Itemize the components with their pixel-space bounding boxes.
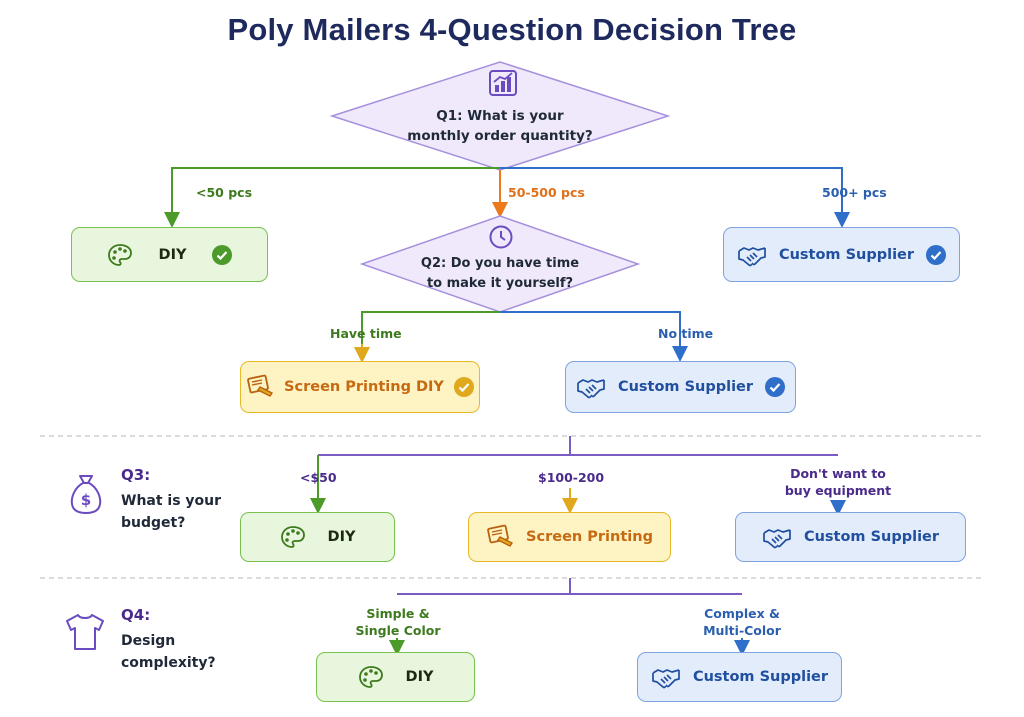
clock-icon (489, 225, 513, 249)
result-label: Custom Supplier (803, 529, 940, 545)
screen-printing-icon (487, 524, 514, 547)
result-label: Custom Supplier (778, 246, 915, 263)
result-label: Custom Supplier (692, 669, 829, 685)
q3-line1: What is your (121, 493, 222, 509)
result-screen-printing-diy[interactable]: Screen Printing DIY (240, 361, 480, 413)
q4-branch-simple-label: Simple & Single Color (350, 605, 446, 639)
result-diy-q1[interactable]: DIY (71, 227, 268, 282)
result-custom-supplier-q3[interactable]: Custom Supplier (735, 512, 966, 562)
result-label: Screen Printing (526, 529, 653, 545)
palette-icon (280, 526, 305, 548)
q1-branch-mid-label: 50-500 pcs (508, 185, 585, 200)
handshake-icon (652, 669, 680, 689)
q1-branch-low-label: <50 pcs (196, 185, 253, 200)
result-label: DIY (158, 246, 187, 263)
q4-branch-complex-line1: Complex & (704, 606, 780, 621)
bar-chart-icon (489, 70, 517, 96)
q2-branch-yes-label: Have time (330, 326, 402, 341)
q4-branch-simple-line2: Single Color (355, 623, 441, 638)
q3-branch-low-label: <$50 (300, 470, 337, 485)
result-screen-printing-q3[interactable]: Screen Printing (468, 512, 671, 562)
t-shirt-icon (66, 614, 104, 650)
q3-branch-high-label: Don't want to buy equipment (782, 465, 894, 499)
palette-icon (358, 666, 383, 688)
palette-icon (107, 243, 132, 266)
q2-line2: to make it yourself? (426, 276, 574, 291)
q4-question: Design complexity? (121, 630, 216, 674)
q4-branch-complex-label: Complex & Multi-Color (692, 605, 792, 639)
result-label: Screen Printing DIY (284, 379, 444, 395)
q1-question: Q1: What is your monthly order quantity? (380, 106, 620, 146)
q3-branch-high-line2: buy equipment (784, 483, 892, 498)
q3-branch-mid-label: $100-200 (538, 470, 605, 485)
q1-line1: Q1: What is your (436, 108, 564, 124)
q2-branch-no-label: No time (658, 326, 714, 341)
q2-question: Q2: Do you have time to make it yourself… (400, 254, 600, 294)
q4-branch-complex-line2: Multi-Color (703, 623, 781, 638)
q1-line2: monthly order quantity? (407, 128, 593, 144)
page-title: Poly Mailers 4-Question Decision Tree (227, 12, 797, 47)
check-circle-icon (212, 244, 233, 265)
q4-label: Q4: (121, 606, 151, 624)
result-custom-supplier-q1[interactable]: Custom Supplier (723, 227, 960, 282)
result-custom-supplier-q2[interactable]: Custom Supplier (565, 361, 796, 413)
q3-line2: budget? (121, 515, 186, 531)
result-label: DIY (327, 529, 356, 545)
result-label: DIY (405, 669, 434, 685)
check-circle-icon (765, 377, 786, 397)
q4-branch-simple-line1: Simple & (366, 606, 430, 621)
q4-line1: Design (121, 633, 176, 649)
handshake-icon (577, 379, 605, 399)
q3-branch-high-line1: Don't want to (790, 466, 886, 481)
result-label: Custom Supplier (617, 379, 754, 395)
q4-line2: complexity? (121, 655, 216, 671)
svg-text:$: $ (81, 491, 91, 509)
result-diy-q4[interactable]: DIY (316, 652, 475, 702)
result-custom-supplier-q4[interactable]: Custom Supplier (637, 652, 842, 702)
money-bag-icon: $ (70, 475, 102, 515)
q1-branch-high-label: 500+ pcs (822, 185, 887, 200)
check-circle-icon (453, 377, 474, 397)
q2-line1: Q2: Do you have time (420, 256, 580, 271)
result-diy-q3[interactable]: DIY (240, 512, 395, 562)
handshake-icon (763, 529, 791, 549)
q3-label: Q3: (121, 466, 151, 484)
screen-printing-icon (247, 374, 274, 397)
q3-question: What is your budget? (121, 490, 221, 534)
handshake-icon (738, 246, 766, 266)
check-circle-icon (926, 244, 947, 265)
